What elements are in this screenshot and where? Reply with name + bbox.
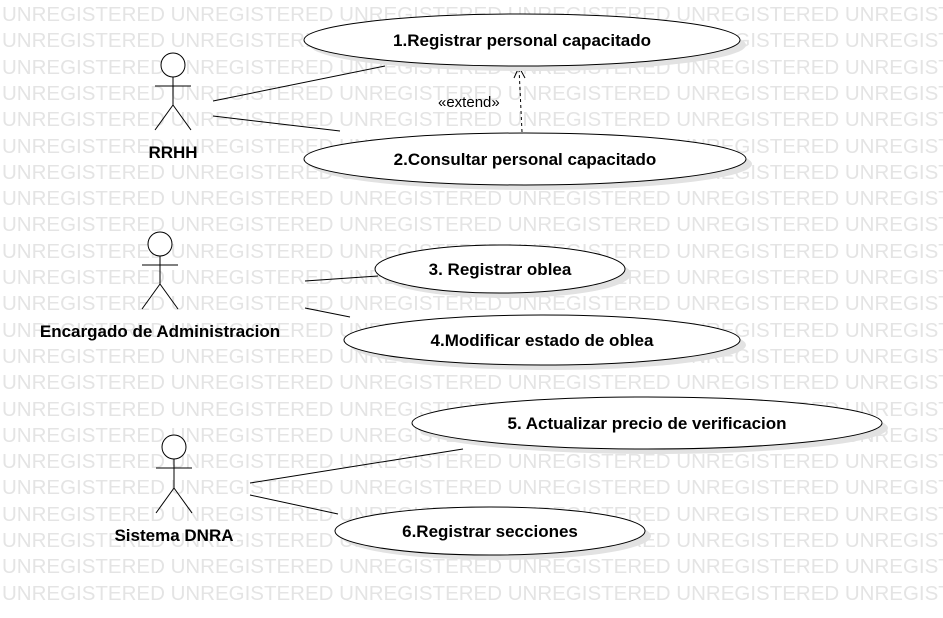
actor-admin-head-icon: [147, 231, 173, 257]
watermark-row: UNREGISTERED UNREGISTERED UNREGISTERED U…: [2, 292, 943, 316]
use-case-5-label: 5. Actualizar precio de verificacion: [507, 414, 786, 433]
association-rrhh-uc1[interactable]: [212, 65, 386, 102]
associations: [212, 65, 464, 515]
watermark-row: UNREGISTERED UNREGISTERED UNREGISTERED U…: [2, 213, 943, 237]
actor-rrhh[interactable]: RRHH: [148, 52, 198, 162]
actor-dnra[interactable]: Sistema DNRA: [114, 434, 234, 545]
actor-rrhh-head-icon: [160, 52, 186, 78]
actor-dnra-head-icon: [161, 434, 187, 460]
actor-dnra-label: Sistema DNRA: [114, 526, 233, 545]
watermark-row: UNREGISTERED UNREGISTERED UNREGISTERED U…: [2, 581, 943, 605]
actor-admin[interactable]: Encargado de Administracion: [40, 231, 280, 341]
watermark-row: UNREGISTERED UNREGISTERED UNREGISTERED U…: [2, 187, 943, 211]
use-case-2[interactable]: 2.Consultar personal capacitado: [303, 132, 752, 190]
actor-admin-label: Encargado de Administracion: [40, 322, 280, 341]
watermark-row: UNREGISTERED UNREGISTERED UNREGISTERED U…: [2, 476, 943, 500]
use-case-2-label: 2.Consultar personal capacitado: [394, 150, 657, 169]
association-rrhh-uc2[interactable]: [212, 115, 341, 132]
association-dnra-uc5[interactable]: [249, 448, 464, 484]
watermark-row: UNREGISTERED UNREGISTERED UNREGISTERED U…: [2, 371, 943, 395]
watermark-row: UNREGISTERED UNREGISTERED UNREGISTERED U…: [2, 555, 943, 579]
use-case-1-label: 1.Registrar personal capacitado: [393, 31, 651, 50]
watermark-row: UNREGISTERED UNREGISTERED UNREGISTERED U…: [2, 450, 943, 474]
extend-label: «extend»: [438, 94, 500, 111]
use-case-6[interactable]: 6.Registrar secciones: [334, 506, 651, 560]
use-case-3-label: 3. Registrar oblea: [429, 260, 572, 279]
watermark-row: UNREGISTERED UNREGISTERED UNREGISTERED U…: [2, 108, 943, 132]
association-dnra-uc6[interactable]: [249, 494, 339, 515]
association-admin-uc3[interactable]: [304, 275, 379, 282]
use-case-4[interactable]: 4.Modificar estado de oblea: [343, 314, 746, 370]
use-case-4-label: 4.Modificar estado de oblea: [431, 331, 654, 350]
use-case-3[interactable]: 3. Registrar oblea: [374, 244, 631, 298]
actor-rrhh-label: RRHH: [148, 143, 197, 162]
extend-relation[interactable]: «extend»: [438, 65, 526, 133]
use-case-5[interactable]: 5. Actualizar precio de verificacion: [411, 396, 888, 454]
watermark-row: UNREGISTERED UNREGISTERED UNREGISTERED U…: [2, 81, 943, 105]
association-admin-uc4[interactable]: [304, 307, 351, 318]
use-case-6-label: 6.Registrar secciones: [402, 522, 578, 541]
use-case-1[interactable]: 1.Registrar personal capacitado: [303, 13, 746, 71]
